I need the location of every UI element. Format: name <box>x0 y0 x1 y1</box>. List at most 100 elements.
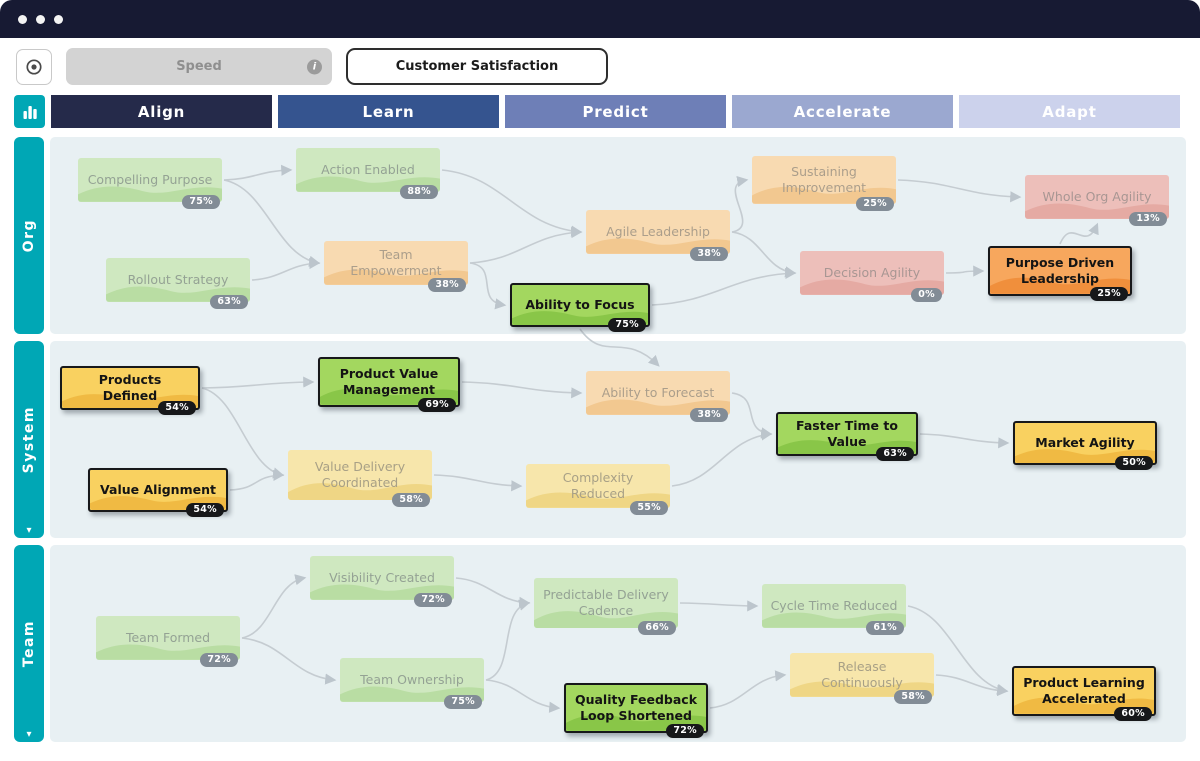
node-agile-leadership[interactable]: Agile Leadership 38% <box>586 210 730 261</box>
node-percent-badge: 58% <box>392 492 430 507</box>
node-label: Visibility Created <box>329 570 435 586</box>
row-label-org[interactable]: Org <box>14 137 44 334</box>
node-label: Product Learning Accelerated <box>1023 675 1145 706</box>
node-label: Team Empowerment <box>350 247 442 278</box>
row-label-system[interactable]: System▾ <box>14 341 44 538</box>
column-header-accelerate[interactable]: Accelerate <box>732 95 953 128</box>
node-cycle-time-reduced[interactable]: Cycle Time Reduced 61% <box>762 584 906 635</box>
window-titlebar <box>0 0 1200 38</box>
window-dot[interactable] <box>18 14 27 24</box>
node-ability-to-forecast[interactable]: Ability to Forecast 38% <box>586 371 730 422</box>
metric-tabs: Speed i Customer Satisfaction <box>52 48 608 85</box>
node-percent-badge: 63% <box>210 294 248 309</box>
chart-icon-box[interactable] <box>14 95 45 128</box>
node-percent-badge: 58% <box>894 689 932 704</box>
window-dot[interactable] <box>36 14 45 24</box>
node-percent-badge: 88% <box>400 184 438 199</box>
node-label: Decision Agility <box>823 265 921 281</box>
row-label-team[interactable]: Team▾ <box>14 545 44 742</box>
node-whole-org-agility[interactable]: Whole Org Agility 13% <box>1025 175 1169 226</box>
node-label: Product Value Management <box>339 366 439 397</box>
node-label: Team Formed <box>125 630 211 646</box>
node-label: Complexity Reduced <box>562 470 634 501</box>
node-label: Whole Org Agility <box>1042 189 1152 205</box>
node-percent-badge: 38% <box>690 407 728 422</box>
node-percent-badge: 75% <box>444 694 482 709</box>
bar-chart-icon <box>23 105 37 119</box>
node-percent-badge: 50% <box>1115 455 1153 470</box>
node-rollout-strategy[interactable]: Rollout Strategy 63% <box>106 258 250 309</box>
node-percent-badge: 55% <box>630 500 668 515</box>
info-icon[interactable]: i <box>307 59 322 74</box>
node-percent-badge: 60% <box>1114 706 1152 721</box>
node-percent-badge: 72% <box>666 723 704 738</box>
node-percent-badge: 75% <box>608 317 646 332</box>
tab-speed[interactable]: Speed i <box>66 48 332 85</box>
node-percent-badge: 38% <box>690 246 728 261</box>
target-icon <box>26 58 42 75</box>
node-team-ownership[interactable]: Team Ownership 75% <box>340 658 484 709</box>
node-percent-badge: 38% <box>428 277 466 292</box>
node-percent-badge: 66% <box>638 620 676 635</box>
node-label: Predictable Delivery Cadence <box>543 587 669 618</box>
node-team-formed[interactable]: Team Formed 72% <box>96 616 240 667</box>
column-header-predict[interactable]: Predict <box>505 95 726 128</box>
node-predictable-delivery-cadence[interactable]: Predictable Delivery Cadence 66% <box>534 578 678 635</box>
node-label: Ability to Forecast <box>601 385 715 401</box>
target-button[interactable] <box>16 48 52 85</box>
node-label: Ability to Focus <box>525 297 635 313</box>
tab-label: Speed <box>176 59 222 74</box>
node-visibility-created[interactable]: Visibility Created 72% <box>310 556 454 607</box>
node-label: Agile Leadership <box>606 224 710 240</box>
node-label: Team Ownership <box>360 672 464 688</box>
node-label: Value Alignment <box>100 482 216 498</box>
node-label: Action Enabled <box>321 162 415 178</box>
toolbar: Speed i Customer Satisfaction <box>16 48 608 85</box>
node-label: Purpose Driven Leadership <box>1005 255 1115 286</box>
node-ability-to-focus[interactable]: Ability to Focus 75% <box>510 283 650 332</box>
node-label: Products Defined <box>98 372 162 403</box>
collapse-caret-icon[interactable]: ▾ <box>26 525 32 536</box>
node-action-enabled[interactable]: Action Enabled 88% <box>296 148 440 199</box>
node-percent-badge: 25% <box>1090 286 1128 301</box>
node-percent-badge: 75% <box>182 194 220 209</box>
node-compelling-purpose[interactable]: Compelling Purpose 75% <box>78 158 222 209</box>
node-label: Rollout Strategy <box>127 272 229 288</box>
node-percent-badge: 13% <box>1129 211 1167 226</box>
tab-customer-satisfaction[interactable]: Customer Satisfaction <box>346 48 608 85</box>
node-market-agility[interactable]: Market Agility 50% <box>1013 421 1157 470</box>
node-percent-badge: 54% <box>158 400 196 415</box>
node-label: Market Agility <box>1035 435 1135 451</box>
node-percent-badge: 61% <box>866 620 904 635</box>
node-label: Cycle Time Reduced <box>770 598 898 614</box>
node-label: Sustaining Improvement <box>781 164 867 195</box>
node-percent-badge: 72% <box>200 652 238 667</box>
node-label: Faster Time to Value <box>796 418 898 449</box>
node-label: Release Continuously <box>821 659 903 690</box>
column-header-learn[interactable]: Learn <box>278 95 499 128</box>
window-dot[interactable] <box>54 14 63 24</box>
collapse-caret-icon[interactable]: ▾ <box>26 729 32 740</box>
column-header-align[interactable]: Align <box>51 95 272 128</box>
node-label: Compelling Purpose <box>87 172 213 188</box>
node-percent-badge: 72% <box>414 592 452 607</box>
tab-label: Customer Satisfaction <box>395 59 559 74</box>
column-header-adapt[interactable]: Adapt <box>959 95 1180 128</box>
